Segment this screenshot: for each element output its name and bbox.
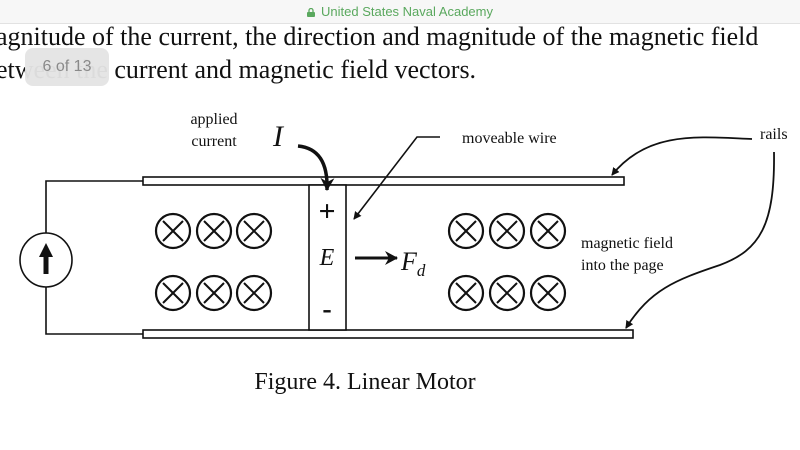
circuit-wire-bottom <box>45 287 143 335</box>
field-into-page-icon <box>447 212 485 250</box>
current-source-icon <box>19 232 73 288</box>
rails-pointer-bottom <box>625 151 775 329</box>
moveable-wire-label: moveable wire <box>462 130 557 147</box>
magnetic-field-symbols <box>154 212 567 312</box>
moveable-wire-pointer <box>353 136 440 220</box>
rails-label: rails <box>760 126 788 143</box>
site-label: United States Naval Academy <box>321 4 493 19</box>
field-into-page-icon <box>235 274 273 312</box>
minus-sign: - <box>322 294 331 325</box>
moveable-wire <box>308 184 347 331</box>
current-arrow <box>297 144 335 191</box>
force-symbol: Fd <box>400 247 426 280</box>
field-into-page-icon <box>488 212 526 250</box>
field-into-page-icon <box>529 212 567 250</box>
field-into-page-icon <box>529 274 567 312</box>
magnetic-field-label: into the page <box>581 257 664 274</box>
efield-symbol: E <box>319 245 335 271</box>
field-into-page-icon <box>154 274 192 312</box>
lock-icon <box>307 8 315 17</box>
body-text-line: agnitude of the current, the direction a… <box>0 22 759 51</box>
circuit-wire-top <box>45 180 143 233</box>
rails-pointer-top <box>611 136 753 176</box>
field-into-page-icon <box>154 212 192 250</box>
current-symbol: I <box>272 120 285 153</box>
applied-current-label: current <box>191 133 237 150</box>
field-into-page-icon <box>488 274 526 312</box>
field-into-page-icon <box>235 212 273 250</box>
field-into-page-icon <box>195 274 233 312</box>
field-into-page-icon <box>447 274 485 312</box>
bottom-rail <box>142 329 634 339</box>
plus-sign: + <box>318 195 335 228</box>
page-indicator: 6 of 13 <box>25 48 109 86</box>
field-into-page-icon <box>195 212 233 250</box>
applied-current-label: applied <box>190 111 237 128</box>
figure-caption: Figure 4. Linear Motor <box>254 369 475 395</box>
url-bar[interactable]: United States Naval Academy <box>0 0 800 24</box>
magnetic-field-label: magnetic field <box>581 235 673 252</box>
